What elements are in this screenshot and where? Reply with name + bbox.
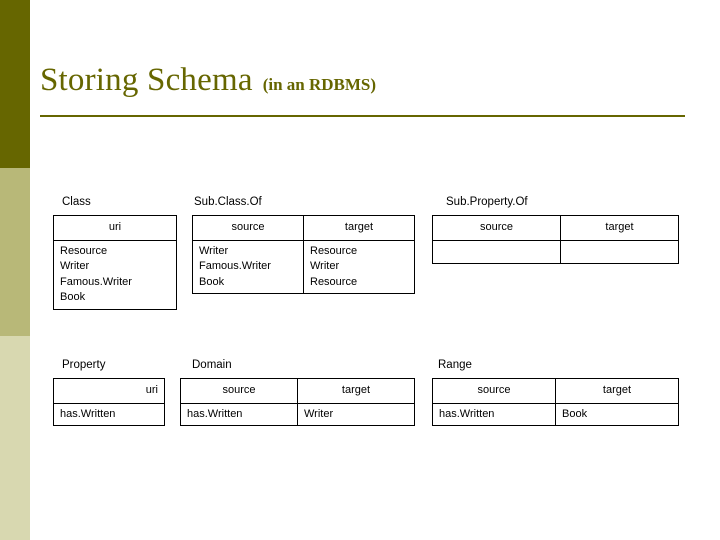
table-header-row: source target bbox=[432, 378, 679, 404]
table-label-range: Range bbox=[438, 359, 472, 371]
cell-line: Writer bbox=[60, 260, 90, 273]
table-range: source target has.Written Book bbox=[432, 378, 679, 427]
column-header-source: source bbox=[432, 378, 556, 404]
table-label-domain: Domain bbox=[192, 359, 232, 371]
column-header-uri: uri bbox=[53, 378, 165, 404]
sidebar-accent-dark bbox=[0, 0, 30, 168]
table-row: Resource Writer Famous.Writer Book bbox=[53, 239, 177, 311]
cell-subpropertyof-source bbox=[432, 239, 561, 264]
column-header-target: target bbox=[555, 378, 679, 404]
cell-domain-source: has.Written bbox=[180, 402, 298, 427]
cell-line: Writer bbox=[310, 260, 340, 273]
column-header-source: source bbox=[432, 215, 561, 241]
table-label-class: Class bbox=[62, 196, 91, 208]
cell-range-target: Book bbox=[555, 402, 679, 427]
cell-property-uri: has.Written bbox=[53, 402, 165, 427]
table-row: has.Written Book bbox=[432, 402, 679, 427]
table-subclassof: source target Writer Famous.Writer Book … bbox=[192, 215, 415, 295]
cell-subclassof-source: Writer Famous.Writer Book bbox=[192, 239, 304, 295]
cell-class-uri: Resource Writer Famous.Writer Book bbox=[53, 239, 177, 311]
table-label-property: Property bbox=[62, 359, 106, 371]
table-class: uri Resource Writer Famous.Writer Book bbox=[53, 215, 177, 311]
table-header-row: uri bbox=[53, 378, 165, 404]
title-divider bbox=[40, 115, 685, 117]
table-label-subclassof: Sub.Class.Of bbox=[194, 196, 262, 208]
cell-domain-target: Writer bbox=[297, 402, 415, 427]
cell-line: Famous.Writer bbox=[199, 260, 271, 273]
cell-line: Writer bbox=[199, 244, 229, 257]
cell-range-source: has.Written bbox=[432, 402, 556, 427]
table-domain: source target has.Written Writer bbox=[180, 378, 415, 427]
column-header-source: source bbox=[192, 215, 304, 241]
column-header-source: source bbox=[180, 378, 298, 404]
page-title-subtitle: (in an RDBMS) bbox=[262, 75, 377, 94]
table-row: Writer Famous.Writer Book Resource Write… bbox=[192, 239, 415, 295]
column-header-target: target bbox=[303, 215, 415, 241]
table-property: uri has.Written bbox=[53, 378, 165, 427]
cell-subpropertyof-target bbox=[560, 239, 679, 264]
table-row bbox=[432, 239, 679, 264]
column-header-target: target bbox=[297, 378, 415, 404]
table-subpropertyof: source target bbox=[432, 215, 679, 264]
table-header-row: source target bbox=[192, 215, 415, 241]
table-header-row: source target bbox=[180, 378, 415, 404]
table-row: has.Written bbox=[53, 402, 165, 427]
cell-line: Resource bbox=[60, 244, 108, 257]
cell-line: Resource bbox=[310, 244, 358, 257]
cell-line: Famous.Writer bbox=[60, 275, 132, 288]
table-header-row: source target bbox=[432, 215, 679, 241]
column-header-uri: uri bbox=[53, 215, 177, 241]
table-row: has.Written Writer bbox=[180, 402, 415, 427]
sidebar-accent-pale bbox=[0, 336, 30, 540]
table-header-row: uri bbox=[53, 215, 177, 241]
cell-line: Resource bbox=[310, 275, 358, 288]
page-title: Storing Schema (in an RDBMS) bbox=[40, 62, 680, 110]
sidebar-accent-mid bbox=[0, 168, 30, 336]
cell-subclassof-target: Resource Writer Resource bbox=[303, 239, 415, 295]
cell-line: Book bbox=[199, 275, 225, 288]
column-header-target: target bbox=[560, 215, 679, 241]
table-label-subpropertyof: Sub.Property.Of bbox=[446, 196, 528, 208]
cell-line: Book bbox=[60, 291, 86, 304]
page-title-main: Storing Schema bbox=[40, 62, 253, 98]
